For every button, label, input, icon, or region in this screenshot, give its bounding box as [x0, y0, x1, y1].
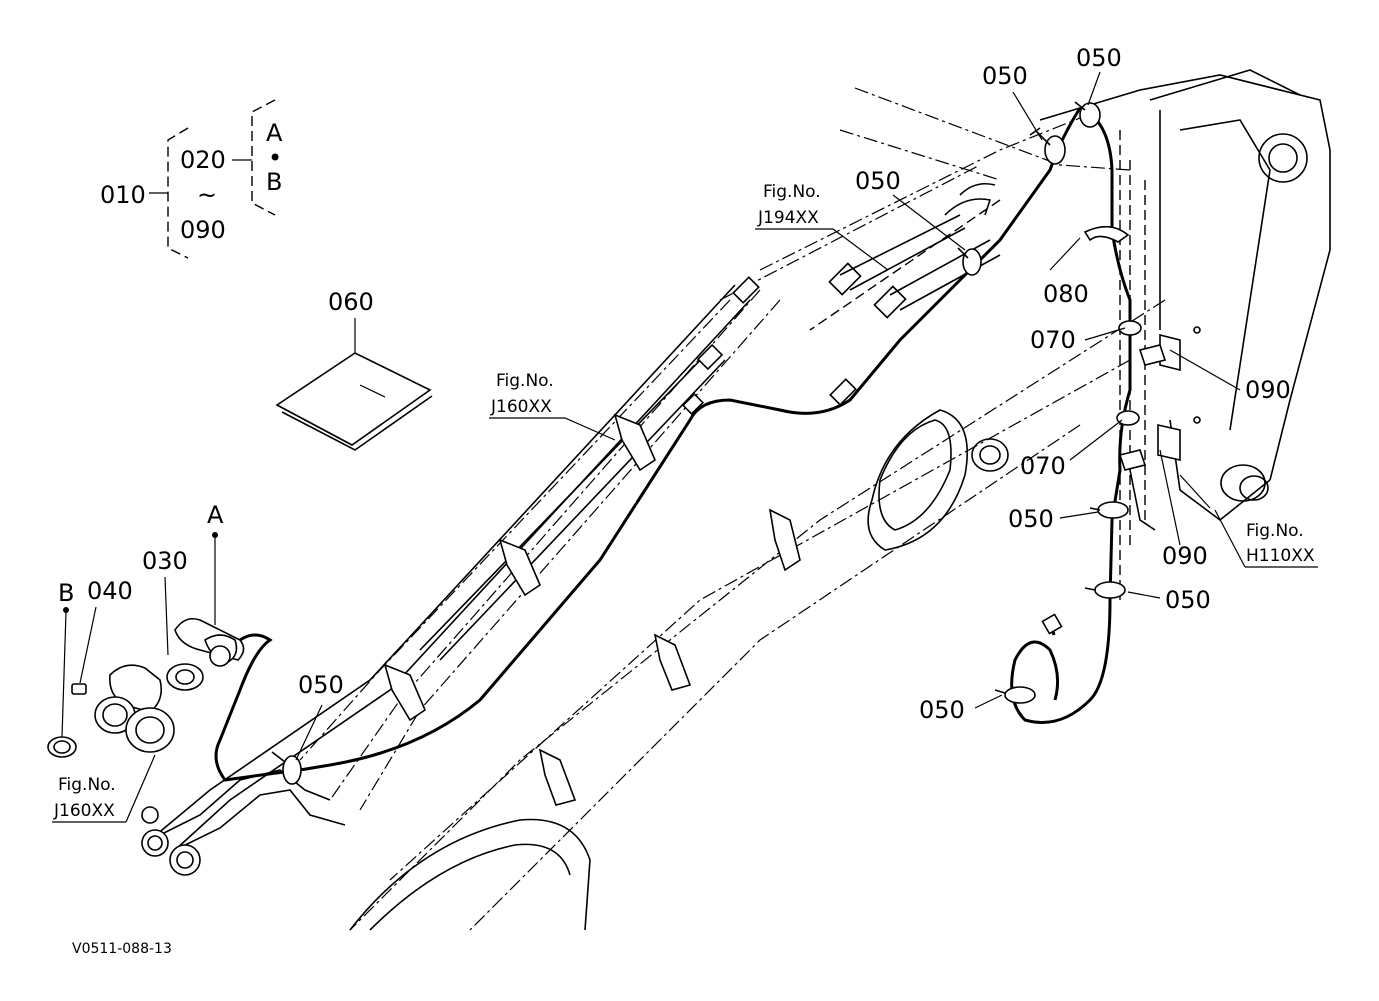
legend-brackets [149, 99, 276, 259]
callout-080: 080 [1043, 280, 1089, 308]
callout-050: 050 [919, 696, 965, 724]
callout-050: 050 [298, 671, 344, 699]
cable-ties [271, 101, 1129, 785]
manual-booklet [275, 352, 433, 451]
legend-root: 010 [100, 181, 146, 209]
clamps-brackets [1083, 225, 1201, 531]
legend-text: 010 020 ~ 090 A • B [100, 119, 283, 244]
callout-030: 030 [142, 547, 188, 575]
marker-b: B [58, 579, 74, 607]
legend-variant-dot: • [268, 144, 282, 172]
connector-plug [209, 645, 231, 667]
cable-tie-right-b [1084, 581, 1126, 599]
legend-variant-b: B [266, 168, 282, 196]
legend-variant-a: A [266, 119, 283, 147]
wire-harness [214, 107, 1132, 782]
cable-tie-top-a [1029, 127, 1066, 165]
callout-text: 050 050 050 080 070 090 070 050 090 050 … [58, 44, 1291, 724]
fig-ref-code: J194XX [757, 208, 819, 228]
callout-050: 050 [1165, 586, 1211, 614]
marker-a-dot [212, 532, 218, 538]
legend-range-sep: ~ [197, 181, 217, 209]
fig-ref-prefix: Fig.No. [1246, 521, 1304, 541]
connector-assembly [47, 532, 245, 758]
fig-ref-code: J160XX [490, 397, 552, 417]
fig-ref-prefix: Fig.No. [496, 371, 554, 391]
drawing-code: V0511-088-13 [72, 941, 172, 957]
cable-tie-mid [957, 247, 982, 276]
pipe-clamps [383, 413, 801, 806]
callout-050: 050 [1008, 505, 1054, 533]
callout-050: 050 [982, 62, 1028, 90]
callout-070: 070 [1030, 326, 1076, 354]
marker-a: A [207, 501, 224, 529]
cable-tie-right-a [1089, 501, 1129, 519]
clamp-070-a [1118, 320, 1142, 336]
pipe-fitting-top [681, 262, 907, 416]
callout-040: 040 [87, 577, 133, 605]
marker-b-dot [63, 607, 69, 613]
bolt-040 [71, 683, 87, 695]
fig-ref-prefix: Fig.No. [58, 775, 116, 795]
fig-ref-text: Fig.No. J194XX Fig.No. J160XX Fig.No. H1… [53, 182, 1315, 821]
leader-lines [52, 71, 1318, 823]
clip-080 [1083, 225, 1130, 243]
fig-ref-code: J160XX [53, 801, 115, 821]
bracket-090-b [1157, 423, 1181, 462]
fig-ref-prefix: Fig.No. [763, 182, 821, 202]
legend-range-start: 020 [180, 146, 226, 174]
hydraulic-pipes [141, 214, 1001, 876]
boom-outline [349, 69, 1331, 931]
callout-060: 060 [328, 288, 374, 316]
legend-range-end: 090 [180, 216, 226, 244]
callout-090: 090 [1245, 376, 1291, 404]
clamp-070-b [1116, 410, 1140, 426]
callout-070: 070 [1020, 452, 1066, 480]
callout-050: 050 [1076, 44, 1122, 72]
gasket-030 [166, 663, 204, 691]
cable-tie-top-b [1074, 101, 1101, 128]
callout-090: 090 [1162, 542, 1208, 570]
ring-b [47, 736, 77, 758]
cable-tie-bottom [994, 686, 1036, 704]
cable-tie-left [271, 751, 302, 785]
fig-ref-code: H110XX [1246, 546, 1315, 566]
callout-050: 050 [855, 167, 901, 195]
